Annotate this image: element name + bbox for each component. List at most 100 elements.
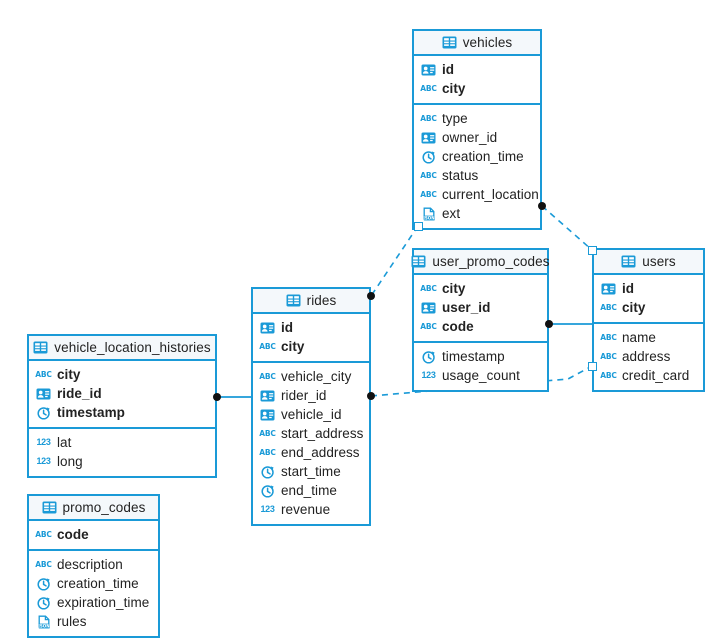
- entity-header-vehicles[interactable]: vehicles: [414, 31, 540, 56]
- primary-key-field-id[interactable]: id: [253, 318, 369, 337]
- field-label: current_location: [442, 187, 539, 202]
- primary-key-field-ride_id[interactable]: ride_id: [29, 384, 215, 403]
- field-label: ext: [442, 206, 461, 221]
- field-creation_time[interactable]: creation_time: [414, 147, 540, 166]
- primary-key-field-id[interactable]: id: [414, 60, 540, 79]
- field-label: address: [622, 349, 671, 364]
- id-badge-icon: [260, 320, 275, 335]
- entity-header-vehicle_location_histories[interactable]: vehicle_location_histories: [29, 336, 215, 361]
- relationship-vehicles-rides[interactable]: [370, 225, 419, 297]
- field-label: vehicle_id: [281, 407, 342, 422]
- relationship-vehicles-users[interactable]: [541, 205, 593, 251]
- field-label: city: [442, 81, 466, 96]
- field-label: city: [281, 339, 305, 354]
- field-label: rider_id: [281, 388, 327, 403]
- field-revenue[interactable]: 123 revenue: [253, 500, 369, 519]
- 123-icon: 123: [36, 437, 51, 447]
- entity-title: promo_codes: [62, 500, 146, 515]
- field-timestamp[interactable]: timestamp: [414, 347, 547, 366]
- field-end_time[interactable]: end_time: [253, 481, 369, 500]
- field-expiration_time[interactable]: expiration_time: [29, 593, 158, 612]
- entity-header-user_promo_codes[interactable]: user_promo_codes: [411, 250, 550, 275]
- field-label: timestamp: [442, 349, 505, 364]
- entity-header-users[interactable]: users: [594, 250, 703, 275]
- field-owner_id[interactable]: owner_id: [414, 128, 540, 147]
- field-label: expiration_time: [57, 595, 150, 610]
- field-label: revenue: [281, 502, 331, 517]
- clock-icon: [36, 405, 51, 420]
- primary-key-field-city[interactable]: ABC city: [594, 298, 703, 317]
- entity-header-promo_codes[interactable]: promo_codes: [29, 496, 158, 521]
- relationship-one-marker: [587, 361, 597, 371]
- relationship-many-marker: [545, 320, 553, 328]
- field-label: long: [57, 454, 83, 469]
- abc-icon: ABC: [259, 341, 276, 351]
- field-label: usage_count: [442, 368, 520, 383]
- entity-title: user_promo_codes: [432, 254, 550, 269]
- table-icon: [286, 293, 301, 308]
- abc-icon: ABC: [420, 189, 437, 199]
- id-badge-icon: [601, 281, 616, 296]
- id-badge-icon: [421, 300, 436, 315]
- field-label: id: [622, 281, 635, 296]
- field-label: end_address: [281, 445, 360, 460]
- primary-key-field-id[interactable]: id: [594, 279, 703, 298]
- field-rider_id[interactable]: rider_id: [253, 386, 369, 405]
- table-icon: [42, 500, 57, 515]
- field-label: id: [281, 320, 294, 335]
- field-label: city: [622, 300, 646, 315]
- field-vehicle_id[interactable]: vehicle_id: [253, 405, 369, 424]
- field-label: city: [442, 281, 466, 296]
- abc-icon: ABC: [420, 113, 437, 123]
- relationship-many-marker: [367, 292, 375, 300]
- relationship-many-marker: [367, 392, 375, 400]
- clock-icon: [260, 464, 275, 479]
- primary-key-field-user_id[interactable]: user_id: [414, 298, 547, 317]
- entity-header-rides[interactable]: rides: [253, 289, 369, 314]
- field-label: start_address: [281, 426, 364, 441]
- field-label: creation_time: [57, 576, 139, 591]
- primary-key-field-timestamp[interactable]: timestamp: [29, 403, 215, 422]
- entity-title: rides: [306, 293, 337, 308]
- field-current_location[interactable]: ABC current_location: [414, 185, 540, 204]
- 123-icon: 123: [260, 504, 275, 514]
- table-icon: [411, 254, 426, 269]
- primary-key-field-city[interactable]: ABC city: [253, 337, 369, 356]
- abc-icon: ABC: [600, 302, 617, 312]
- field-label: ride_id: [57, 386, 102, 401]
- field-start_time[interactable]: start_time: [253, 462, 369, 481]
- field-creation_time[interactable]: creation_time: [29, 574, 158, 593]
